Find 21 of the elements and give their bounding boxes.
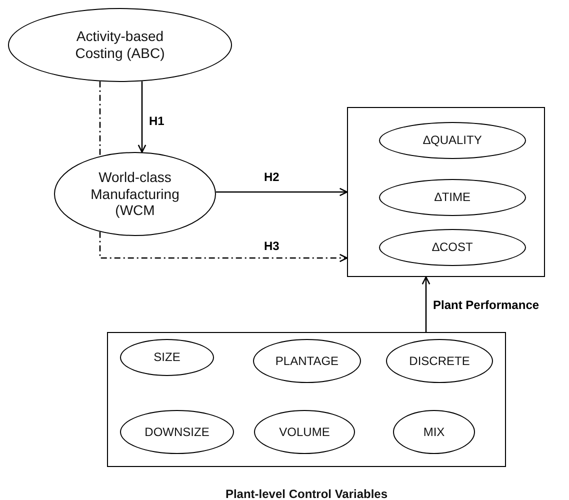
node-label: VOLUME: [279, 424, 330, 440]
performance-panel: [347, 107, 545, 277]
node-label: SIZE: [154, 350, 180, 365]
arrow: [138, 81, 146, 153]
node-label: ∆COST: [432, 240, 473, 255]
node-label: Activity-based Costing (ABC): [74, 28, 166, 62]
edge-label: H3: [263, 239, 280, 253]
arrow: [216, 188, 348, 196]
arrow: [422, 276, 430, 332]
edge-label: Plant Performance: [432, 298, 540, 312]
node-label: PLANTAGE: [275, 354, 339, 368]
edge-label: H2: [263, 170, 280, 184]
arrow: [99, 232, 348, 262]
panel-heading: Plant-level Control Variables: [224, 487, 389, 500]
node-label: DOWNSIZE: [144, 424, 210, 440]
node-label: DISCRETE: [409, 354, 470, 368]
node-label: MIX: [423, 424, 445, 440]
node-label: World-class Manufacturing (WCM: [90, 168, 180, 220]
node-label: ∆QUALITY: [423, 133, 482, 148]
node-label: ∆TIME: [434, 190, 470, 205]
edge-label: H1: [148, 114, 166, 128]
